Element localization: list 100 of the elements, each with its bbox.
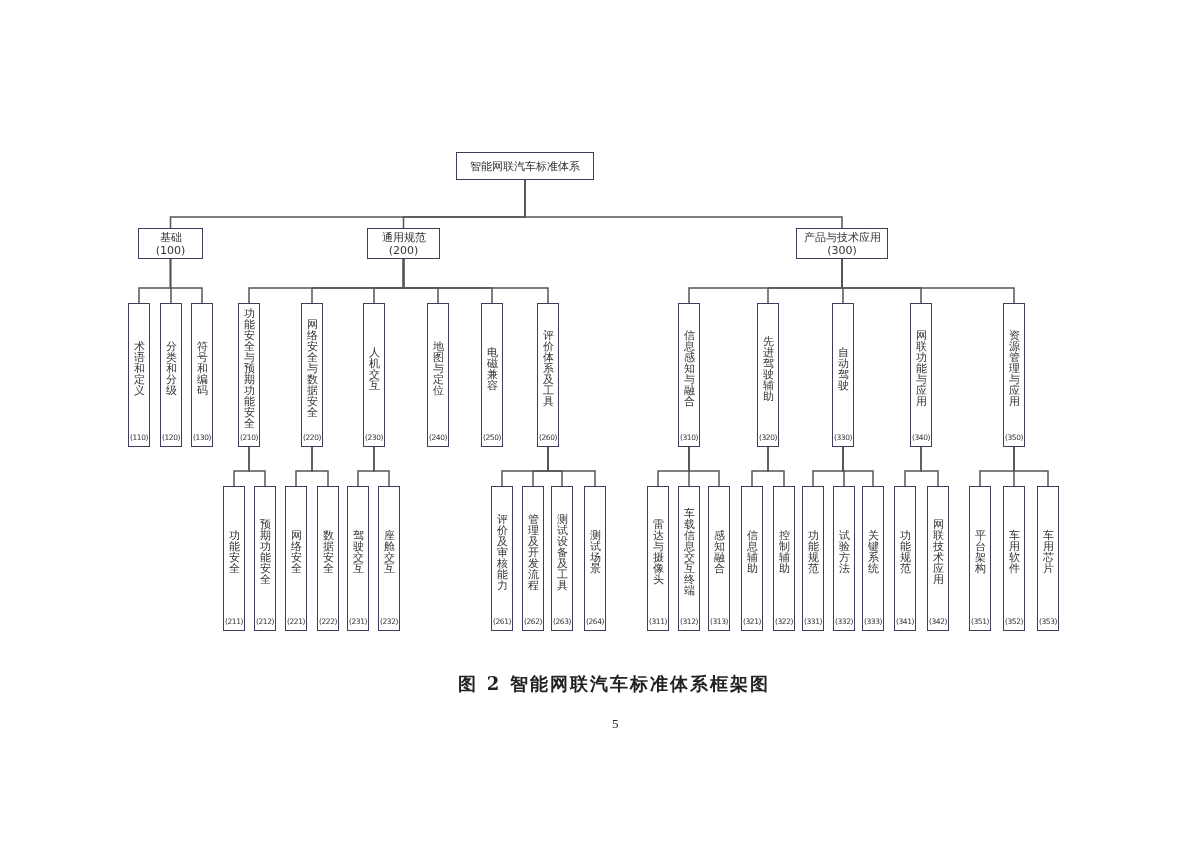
category-box [367,228,440,259]
box-title: 先进驾驶辅助 [762,335,774,402]
standard-box [832,303,854,447]
standard-box [537,303,559,447]
box-title: 感知融合 [713,530,725,574]
figure-caption: 图 2 智能网联汽车标准体系框架图 [457,672,771,696]
box-code: (200) [388,243,419,257]
box-title: 车用软件 [1008,530,1020,574]
box-title: 通用规范 [381,230,426,244]
connector-line [841,258,1015,304]
standard-box [833,486,855,631]
box-title: 网联技术应用 [932,519,944,585]
standard-box [584,486,606,631]
box-title: 车载信息交互终端 [683,508,695,596]
standard-box [223,486,245,631]
connector-line [547,446,596,487]
page-number: 5 [612,716,619,732]
box-title: 符号和编码 [196,341,208,396]
box-title: 网联功能与应用 [915,330,927,407]
standard-box [647,486,669,631]
box-title: 分类和分级 [165,341,177,396]
standard-box [678,486,700,631]
category-box [796,228,888,259]
box-title: 网络安全与数据安全 [306,319,318,418]
box-title: 功能安全与预期功能安全 [243,308,255,429]
standard-box [802,486,824,631]
box-title: 智能网联汽车标准体系 [470,159,580,173]
box-title: 管理及开发流程 [527,513,539,591]
connector-line [1013,446,1049,487]
standard-box [678,303,700,447]
standard-box [254,486,276,631]
box-title: 信息感知与融合 [683,330,695,407]
standard-box [347,486,369,631]
box-title: 地图与定位 [432,341,444,396]
connector-line [248,446,266,487]
box-title: 控制辅助 [778,530,790,574]
connector-line [373,446,390,487]
box-title: 人机交互 [368,346,380,391]
box-title: 功能规范 [899,530,911,574]
box-title: 自动驾驶 [837,346,849,391]
box-title: 测试场景 [589,530,601,574]
standard-box [708,486,730,631]
standard-box [862,486,884,631]
standard-box [491,486,513,631]
box-title: 网络安全 [290,530,302,574]
box-code: (100) [155,243,186,257]
standard-box [1037,486,1059,631]
standard-box [238,303,260,447]
standard-box [894,486,916,631]
standard-box [969,486,991,631]
box-title: 平台架构 [974,530,986,574]
box-title: 雷达与摄像头 [652,519,664,585]
box-title: 资源管理与应用 [1008,330,1020,407]
connector-line [842,446,874,487]
standard-box [551,486,573,631]
box-title: 术语和定义 [133,341,145,396]
standard-box [378,486,400,631]
standard-box [128,303,150,447]
standard-box [427,303,449,447]
standard-box [522,486,544,631]
connector-line [524,179,843,229]
box-title: 车用芯片 [1042,530,1054,574]
box-title: 功能规范 [807,530,819,574]
connector-line [402,258,549,304]
standard-box [363,303,385,447]
box-title: 座舱交互 [383,530,395,574]
standard-box [160,303,182,447]
standard-box [285,486,307,631]
standard-box [1003,486,1025,631]
connector-line [169,258,203,304]
standard-box [757,303,779,447]
box-title: 产品与技术应用 [803,230,881,244]
standard-box [910,303,932,447]
connector-line [311,446,329,487]
box-code: (300) [827,243,857,257]
standard-box [927,486,949,631]
category-box [456,152,594,180]
box-title: 试验方法 [838,530,850,574]
box-title: 信息辅助 [746,530,758,574]
standard-box [191,303,213,447]
box-title: 基础 [159,230,182,244]
standard-box [1003,303,1025,447]
connector-line [767,446,785,487]
standard-box [773,486,795,631]
box-title: 驾驶交互 [352,530,364,574]
box-title: 测试设备及工具 [556,513,568,591]
standard-box [481,303,503,447]
box-title: 评价体系及工具 [542,330,554,407]
box-title: 功能安全 [228,530,240,574]
box-title: 预期功能安全 [259,519,271,585]
standard-box [317,486,339,631]
category-box [138,228,203,259]
box-title: 评价及审核能力 [496,513,508,591]
standard-box [741,486,763,631]
box-title: 关键系统 [867,530,879,574]
standard-box [301,303,323,447]
box-title: 数据安全 [322,530,334,574]
connector-line [688,446,720,487]
box-title: 电磁兼容 [486,346,498,391]
connector-line [920,446,939,487]
